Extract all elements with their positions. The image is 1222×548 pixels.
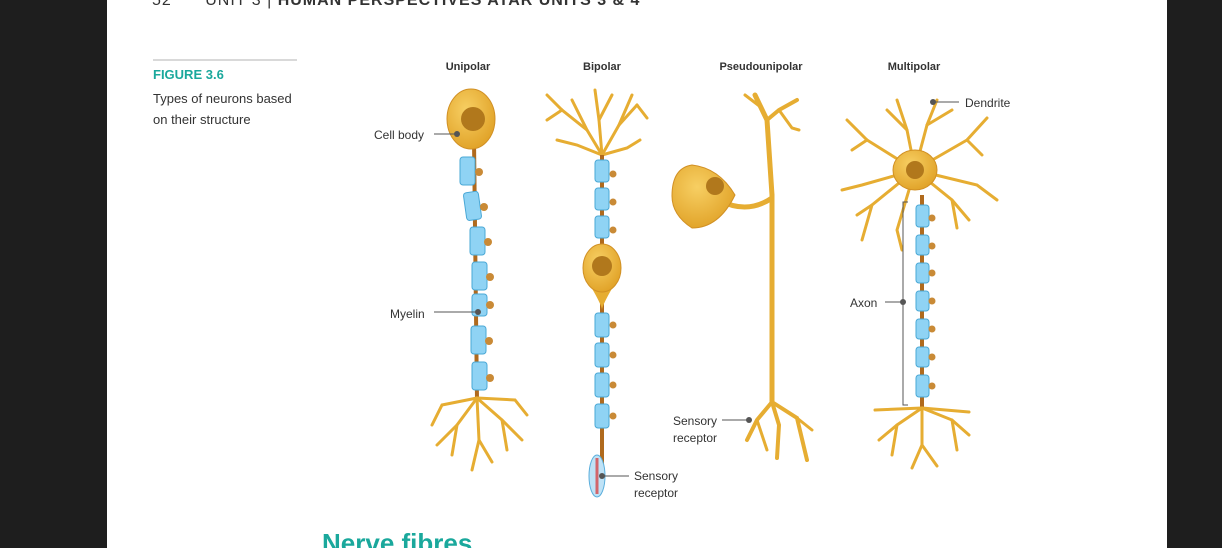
left-dark-margin [0, 0, 107, 548]
label-sensory-receptor-bipolar-1: Sensory [634, 469, 678, 483]
label-dendrite: Dendrite [965, 96, 1011, 110]
figure-divider [153, 59, 297, 61]
pseudounipolar-neuron [716, 92, 814, 462]
multipolar-neuron [840, 98, 999, 470]
book-page: 52 UNIT 3 | HUMAN PERSPECTIVES ATAR UNIT… [107, 0, 1167, 548]
label-sensory-receptor-pseudo-1: Sensory [673, 414, 717, 428]
neuron-types-illustration: Unipolar Bipolar Pseudounipolar Multipol… [374, 61, 1011, 500]
label-sensory-receptor-bipolar-2: receptor [634, 486, 678, 500]
figure-caption: Types of neurons based on their structur… [153, 91, 292, 127]
unipolar-nucleus [461, 107, 485, 131]
label-axon: Axon [850, 296, 877, 310]
title-bipolar: Bipolar [583, 61, 622, 73]
book-title: HUMAN PERSPECTIVES ATAR UNITS 3 & 4 [277, 0, 641, 9]
title-unipolar: Unipolar [446, 61, 491, 73]
section-heading: Nerve fibres [322, 528, 473, 548]
title-multipolar: Multipolar [888, 61, 941, 73]
right-dark-margin [1167, 0, 1222, 548]
page-number: 52 [152, 0, 172, 9]
unipolar-neuron [430, 88, 529, 472]
label-sensory-receptor-pseudo-2: receptor [673, 431, 717, 445]
bipolar-neuron [545, 88, 649, 498]
pseudounipolar-cell-body [671, 164, 736, 229]
bipolar-dendrites [545, 88, 649, 157]
label-myelin: Myelin [390, 307, 425, 321]
title-pseudounipolar: Pseudounipolar [719, 61, 803, 73]
label-cell-body: Cell body [374, 128, 424, 142]
axon-bracket [902, 201, 908, 406]
figure-label: FIGURE 3.6 [153, 67, 224, 82]
unit-label: UNIT 3 | [205, 0, 273, 9]
running-header: 52 UNIT 3 | HUMAN PERSPECTIVES ATAR UNIT… [152, 0, 640, 10]
unipolar-terminal-dendrites [430, 396, 529, 472]
